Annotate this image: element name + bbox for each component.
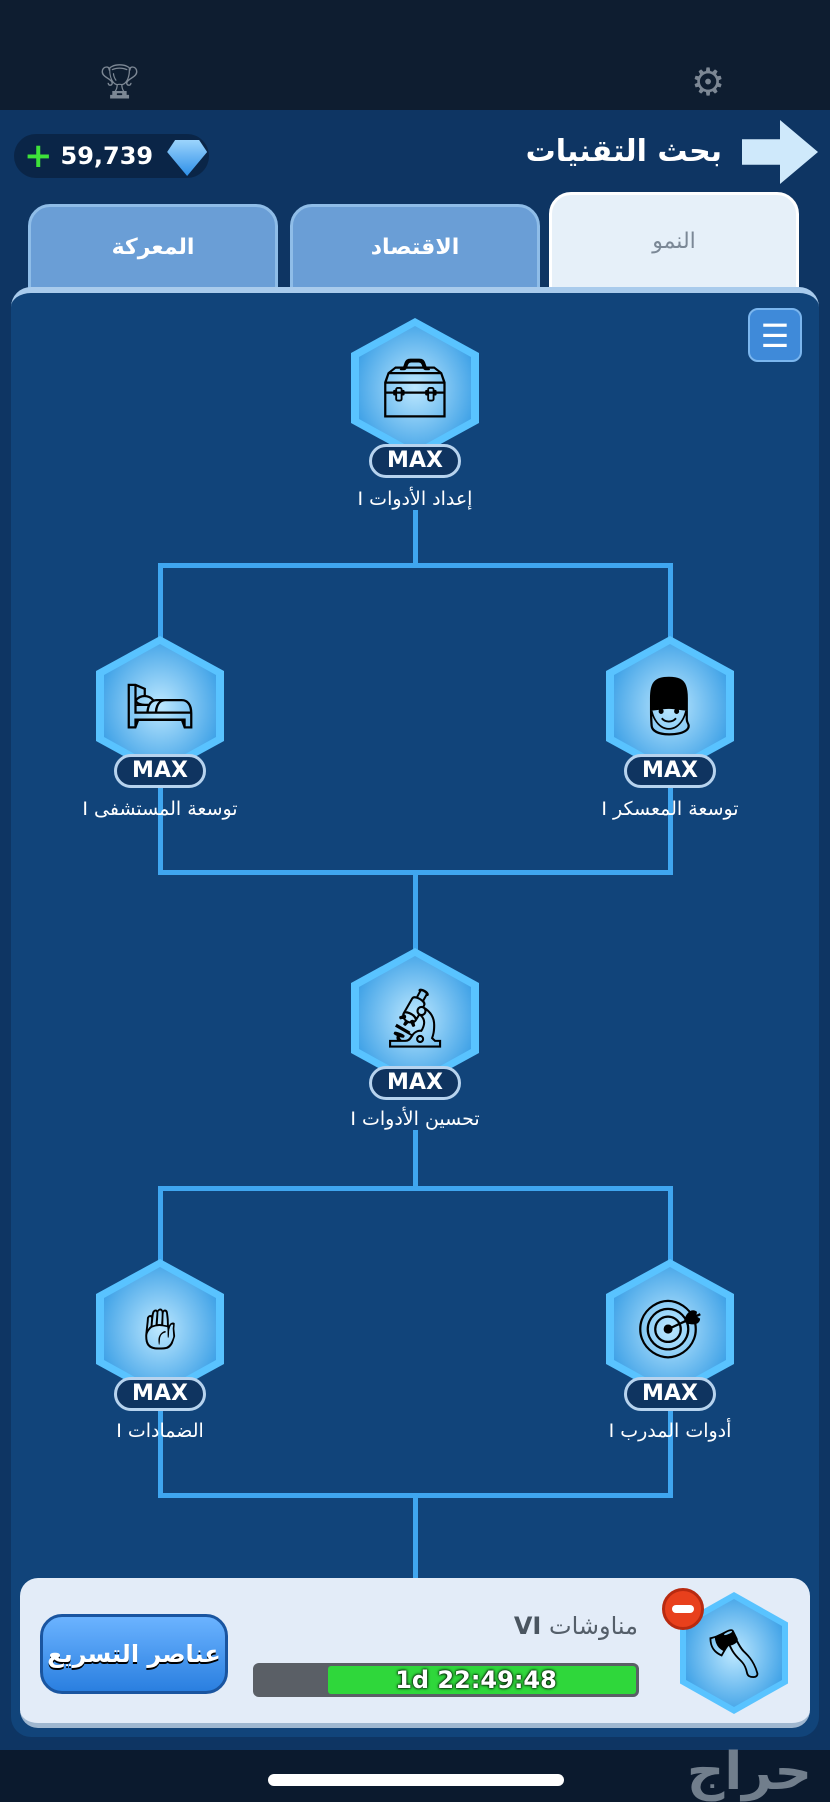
connector-line bbox=[413, 1130, 418, 1190]
max-badge: MAX bbox=[624, 1377, 716, 1411]
research-name: مناوشات VI bbox=[514, 1612, 638, 1640]
training-target-icon: 🎯︎ bbox=[606, 1259, 734, 1399]
plus-icon[interactable]: + bbox=[24, 136, 53, 176]
node-label: الضمادات I bbox=[116, 1420, 204, 1442]
research-progress-bar bbox=[253, 1663, 639, 1697]
connector-line bbox=[413, 510, 418, 568]
max-badge: MAX bbox=[369, 444, 461, 478]
tab-growth[interactable]: النمو bbox=[549, 192, 799, 294]
status-bar: 🏆︎ ⚙ bbox=[0, 0, 830, 110]
research-timer: 1d 22:49:48 bbox=[395, 1666, 557, 1694]
page-title: بحث التقنيات bbox=[525, 134, 722, 169]
node-label: توسعة المستشفى I bbox=[82, 798, 238, 820]
microscope-icon: 🔬︎ bbox=[351, 948, 479, 1088]
bandage-hand-icon: ✋︎ bbox=[96, 1259, 224, 1399]
speedup-items-button[interactable]: عناصر التسريع bbox=[40, 1614, 228, 1694]
research-level: VI bbox=[513, 1612, 542, 1640]
connector-line bbox=[413, 870, 418, 960]
trophy-icon[interactable]: 🏆︎ bbox=[98, 62, 142, 102]
max-badge: MAX bbox=[114, 754, 206, 788]
connector-line bbox=[413, 1493, 418, 1583]
node-label: تحسين الأدوات I bbox=[350, 1108, 480, 1130]
list-icon[interactable]: ☰ bbox=[748, 308, 802, 362]
tab-battle[interactable]: المعركة bbox=[28, 204, 278, 294]
node-label: أدوات المدرب I bbox=[608, 1420, 732, 1442]
max-badge: MAX bbox=[369, 1066, 461, 1100]
gear-icon[interactable]: ⚙ bbox=[690, 60, 726, 104]
max-badge: MAX bbox=[624, 754, 716, 788]
node-label: توسعة المعسكر I bbox=[601, 798, 739, 820]
diamond-icon bbox=[167, 140, 208, 176]
cancel-research-icon[interactable] bbox=[662, 1588, 704, 1630]
research-title: مناوشات bbox=[548, 1612, 638, 1640]
progress-fill bbox=[328, 1666, 636, 1694]
tab-economy[interactable]: الاقتصاد bbox=[290, 204, 540, 294]
watermark: حراج bbox=[686, 1742, 812, 1802]
toolbox-icon: 🧰︎ bbox=[351, 318, 479, 458]
home-indicator[interactable] bbox=[268, 1774, 564, 1786]
gem-count: 59,739 bbox=[60, 142, 154, 170]
max-badge: MAX bbox=[114, 1377, 206, 1411]
node-label: إعداد الأدوات I bbox=[357, 488, 473, 510]
connector-line bbox=[158, 563, 673, 568]
connector-line bbox=[158, 1186, 673, 1191]
gem-counter[interactable]: + 59,739 bbox=[14, 134, 209, 178]
